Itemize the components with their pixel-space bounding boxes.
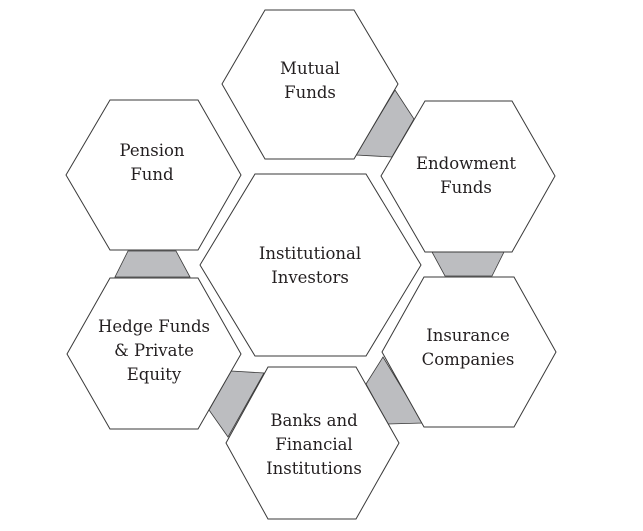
label-institutional-investors: Institutional Investors xyxy=(259,242,361,290)
label-line: Pension xyxy=(119,141,185,160)
label-line: Banks and xyxy=(270,411,358,430)
label-line: Institutions xyxy=(266,459,362,478)
connector-pension-hedge xyxy=(114,250,191,278)
hexagon-mutual-funds xyxy=(221,9,399,160)
label-line: Companies xyxy=(421,350,515,369)
hexagon-endowment-funds xyxy=(380,100,556,253)
label-line: Equity xyxy=(126,365,182,384)
label-pension-fund: Pension Fund xyxy=(119,139,184,187)
hexagon-institutional-investors xyxy=(199,173,422,357)
hexagon-insurance-companies xyxy=(381,276,557,428)
label-endowment-funds: Endowment Funds xyxy=(416,152,516,200)
label-hedge-funds: Hedge Funds & Private Equity xyxy=(98,315,210,387)
label-line: Financial xyxy=(275,435,353,454)
label-line: Mutual xyxy=(280,59,340,78)
label-line: Funds xyxy=(440,178,492,197)
label-line: & Private xyxy=(114,341,194,360)
hexagon-pension-fund xyxy=(65,99,242,251)
label-line: Investors xyxy=(271,268,349,287)
hexagon-banks xyxy=(225,366,400,520)
label-line: Hedge Funds xyxy=(97,317,211,336)
label-line: Fund xyxy=(130,165,174,184)
label-line: Institutional xyxy=(258,244,362,263)
label-insurance-companies: Insurance Companies xyxy=(422,324,515,372)
label-mutual-funds: Mutual Funds xyxy=(280,57,340,105)
label-banks: Banks and Financial Institutions xyxy=(266,409,362,481)
hexagon-hedge-funds xyxy=(66,277,242,430)
label-line: Insurance xyxy=(426,326,510,345)
label-line: Funds xyxy=(284,83,336,102)
connector-endowment-insurance xyxy=(431,251,505,277)
label-line: Endowment xyxy=(416,154,516,173)
